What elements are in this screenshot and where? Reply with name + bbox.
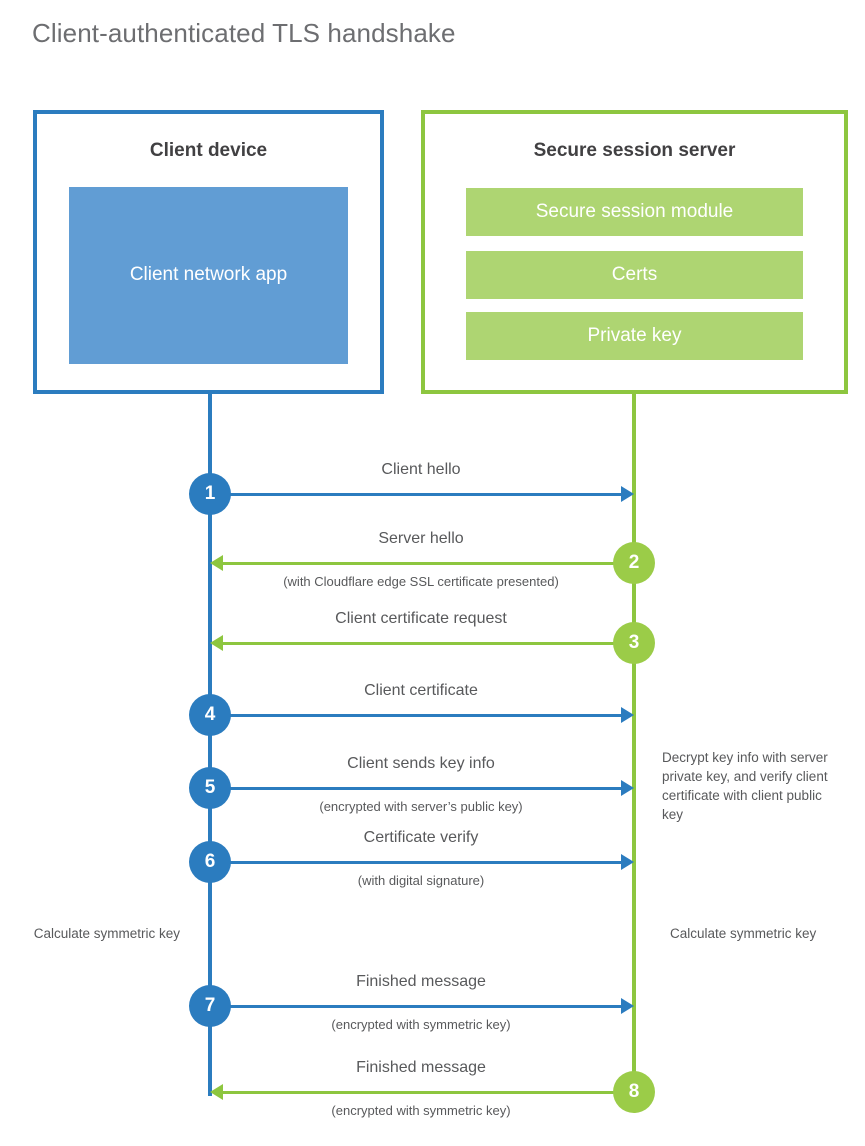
secure-session-server-box: Secure session server Secure session mod… xyxy=(421,110,848,394)
message-sublabel-6: (with digital signature) xyxy=(357,873,485,888)
message-label-7: Finished message xyxy=(356,973,486,990)
step-circle-8[interactable]: 8 xyxy=(613,1071,655,1113)
message-label-6: Certificate verify xyxy=(363,829,479,846)
client-device-title: Client device xyxy=(149,140,268,161)
server-lifeline xyxy=(632,391,636,1092)
step-circle-4[interactable]: 4 xyxy=(189,694,231,736)
server-module-secure-session-module: Secure session module xyxy=(466,188,803,236)
arrow-head-right-icon xyxy=(621,998,634,1014)
arrow-head-left-icon xyxy=(210,1084,223,1100)
server-module-certs: Certs xyxy=(466,251,803,299)
arrow-head-right-icon xyxy=(621,707,634,723)
message-label-3: Client certificate request xyxy=(335,610,507,627)
message-line-2 xyxy=(218,562,634,565)
message-line-4 xyxy=(210,714,624,717)
message-label-8: Finished message xyxy=(356,1059,486,1076)
arrow-head-right-icon xyxy=(621,854,634,870)
arrow-head-left-icon xyxy=(210,555,223,571)
server-module-private-key: Private key xyxy=(466,312,803,360)
page-title: Client-authenticated TLS handshake xyxy=(32,18,456,48)
server-calculate-symmetric-key-note: Calculate symmetric key xyxy=(670,926,817,941)
arrow-head-right-icon xyxy=(621,780,634,796)
arrow-head-right-icon xyxy=(621,486,634,502)
client-device-box: Client device Client network app xyxy=(33,110,384,394)
message-label-4: Client certificate xyxy=(364,682,478,699)
message-sublabel-8: (encrypted with symmetric key) xyxy=(331,1103,511,1118)
step-circle-3[interactable]: 3 xyxy=(613,622,655,664)
step-circle-1[interactable]: 1 xyxy=(189,473,231,515)
message-sublabel-7: (encrypted with symmetric key) xyxy=(331,1017,511,1032)
client-calculate-symmetric-key-note: Calculate symmetric key xyxy=(33,926,180,941)
step-circle-7[interactable]: 7 xyxy=(189,985,231,1027)
client-network-app-block: Client network app xyxy=(69,187,348,364)
message-line-6 xyxy=(210,861,624,864)
message-line-5 xyxy=(210,787,624,790)
message-line-8 xyxy=(218,1091,634,1094)
client-lifeline xyxy=(208,391,212,1096)
message-line-7 xyxy=(210,1005,624,1008)
message-sublabel-5: (encrypted with server’s public key) xyxy=(319,799,523,814)
server-decrypt-note: Decrypt key info with server private key… xyxy=(662,750,828,823)
message-label-1: Client hello xyxy=(381,461,461,478)
step-circle-5[interactable]: 5 xyxy=(189,767,231,809)
message-label-5: Client sends key info xyxy=(347,755,495,772)
step-circle-2[interactable]: 2 xyxy=(613,542,655,584)
message-line-3 xyxy=(218,642,634,645)
message-sublabel-2: (with Cloudflare edge SSL certificate pr… xyxy=(283,574,559,589)
arrow-head-left-icon xyxy=(210,635,223,651)
message-line-1 xyxy=(210,493,624,496)
step-circle-6[interactable]: 6 xyxy=(189,841,231,883)
secure-session-server-title: Secure session server xyxy=(533,140,736,161)
message-label-2: Server hello xyxy=(378,530,464,547)
